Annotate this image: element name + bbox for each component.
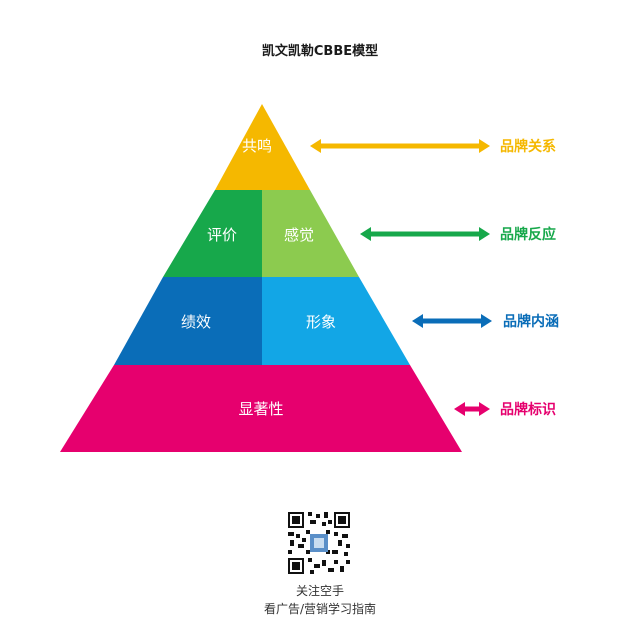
arrow-label-brand-identity: 品牌标识 bbox=[500, 401, 556, 418]
arrow-label-brand-meaning: 品牌内涵 bbox=[503, 313, 559, 330]
footer-follow-text: 关注空手 bbox=[295, 584, 344, 598]
pyramid-top-segment bbox=[215, 104, 310, 190]
arrow-brand-meaning bbox=[412, 314, 492, 328]
pyramid-top-label: 共鸣 bbox=[242, 137, 272, 155]
diagram-title: 凯文凯勒CBBE模型 bbox=[261, 44, 379, 59]
pyramid-level2-right-label: 感觉 bbox=[284, 226, 314, 244]
pyramid-level3-right-label: 形象 bbox=[306, 313, 336, 331]
pyramid-level3-left-segment bbox=[114, 277, 262, 365]
arrow-brand-identity bbox=[454, 402, 490, 416]
qr-code-image bbox=[286, 510, 352, 576]
pyramid-base-segment bbox=[60, 365, 462, 452]
pyramid-level2-right-segment bbox=[262, 190, 359, 277]
arrow-label-brand-response: 品牌反应 bbox=[500, 226, 556, 243]
pyramid-level3-left-label: 绩效 bbox=[181, 313, 211, 331]
arrow-label-brand-relationship: 品牌关系 bbox=[500, 138, 556, 155]
arrow-brand-response bbox=[360, 227, 490, 241]
pyramid-level2-left-label: 评价 bbox=[207, 226, 237, 244]
pyramid-level3-right-segment bbox=[262, 277, 410, 365]
pyramid-level2-left-segment bbox=[163, 190, 262, 277]
arrow-brand-relationship bbox=[310, 139, 490, 153]
footer-subtitle-text: 看广告/营销学习指南 bbox=[263, 602, 377, 616]
pyramid-base-label: 显著性 bbox=[238, 400, 283, 418]
